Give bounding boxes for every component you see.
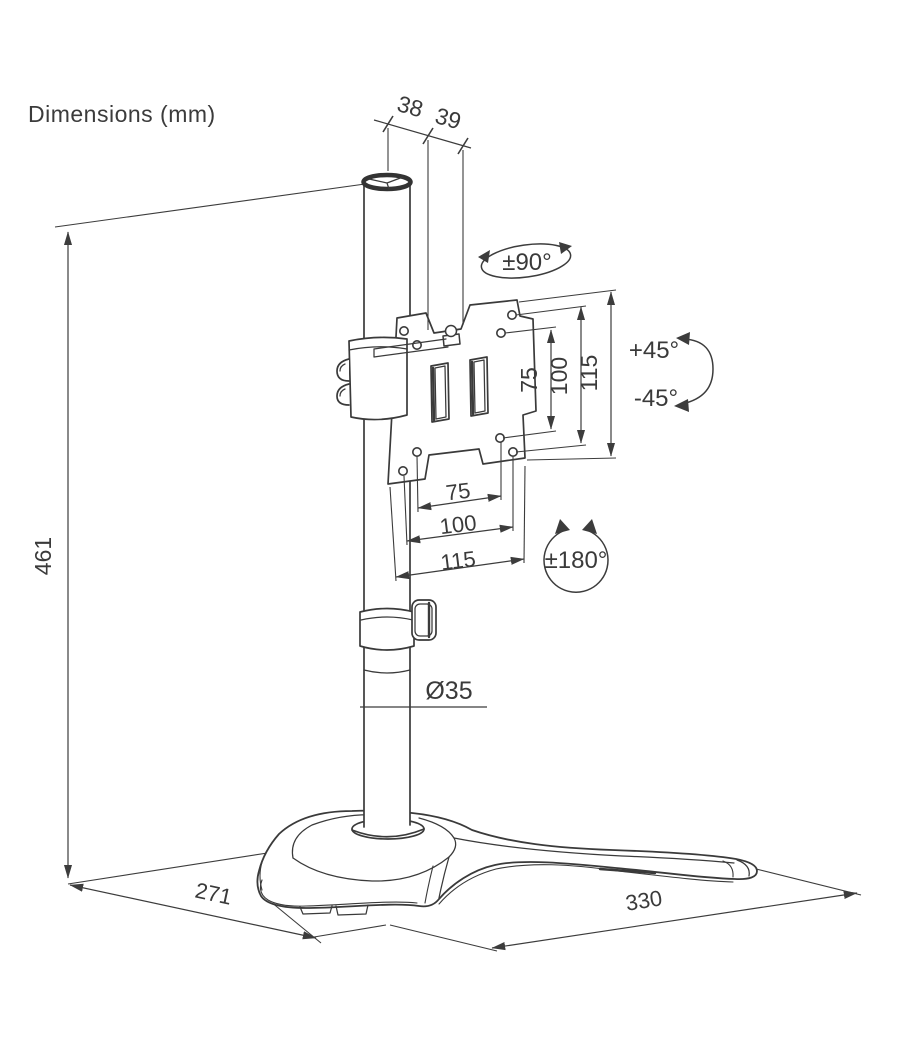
dim-label-vesa-v-75: 75 xyxy=(516,367,542,393)
pole xyxy=(351,172,437,838)
dim-vesa-horizontal: 75 100 115 xyxy=(389,442,526,582)
pole-collar xyxy=(359,607,415,674)
dim-label-vesa-h-100: 100 xyxy=(438,510,477,539)
rotation-label-tilt-up: +45° xyxy=(629,337,679,364)
clamp-knobs xyxy=(336,358,350,406)
tilt-arrow-arc xyxy=(681,338,714,405)
cable-clip xyxy=(411,599,437,641)
base xyxy=(256,809,758,916)
dim-label-vesa-h-115: 115 xyxy=(439,546,477,575)
vesa-slot-right xyxy=(469,356,489,417)
dim-label-461: 461 xyxy=(30,537,56,575)
dim-label-330: 330 xyxy=(624,885,664,915)
dim-label-vesa-h-75: 75 xyxy=(444,478,471,506)
rotation-pan: ±180° xyxy=(543,519,609,593)
dim-label-271: 271 xyxy=(193,878,234,910)
dim-label-39: 39 xyxy=(432,102,464,134)
rotation-swivel: ±90° xyxy=(478,242,572,279)
pan-arrow-circle xyxy=(543,530,609,593)
dim-pole-diameter: Ø35 xyxy=(360,677,487,708)
dim-height: 461 xyxy=(30,231,73,879)
rotation-label-tilt-down: -45° xyxy=(634,385,678,412)
dim-vesa-vertical: 75 100 115 xyxy=(502,289,617,461)
dim-label-vesa-v-115: 115 xyxy=(576,355,602,392)
pole-clamp xyxy=(336,336,449,421)
page-title: Dimensions (mm) xyxy=(28,101,216,127)
swivel-arrow-ellipse xyxy=(480,243,572,279)
rotation-tilt: +45° -45° xyxy=(629,332,714,412)
mounting-bolt xyxy=(442,324,461,347)
rotation-label-swivel: ±90° xyxy=(502,249,551,276)
dim-label-diameter: Ø35 xyxy=(425,677,472,705)
dim-label-38: 38 xyxy=(394,90,426,122)
dim-label-vesa-v-100: 100 xyxy=(546,357,572,395)
vesa-slot-left xyxy=(430,362,450,423)
dim-width: 330 xyxy=(491,885,858,951)
rotation-label-pan: ±180° xyxy=(545,547,608,574)
vesa-plate xyxy=(387,299,537,485)
